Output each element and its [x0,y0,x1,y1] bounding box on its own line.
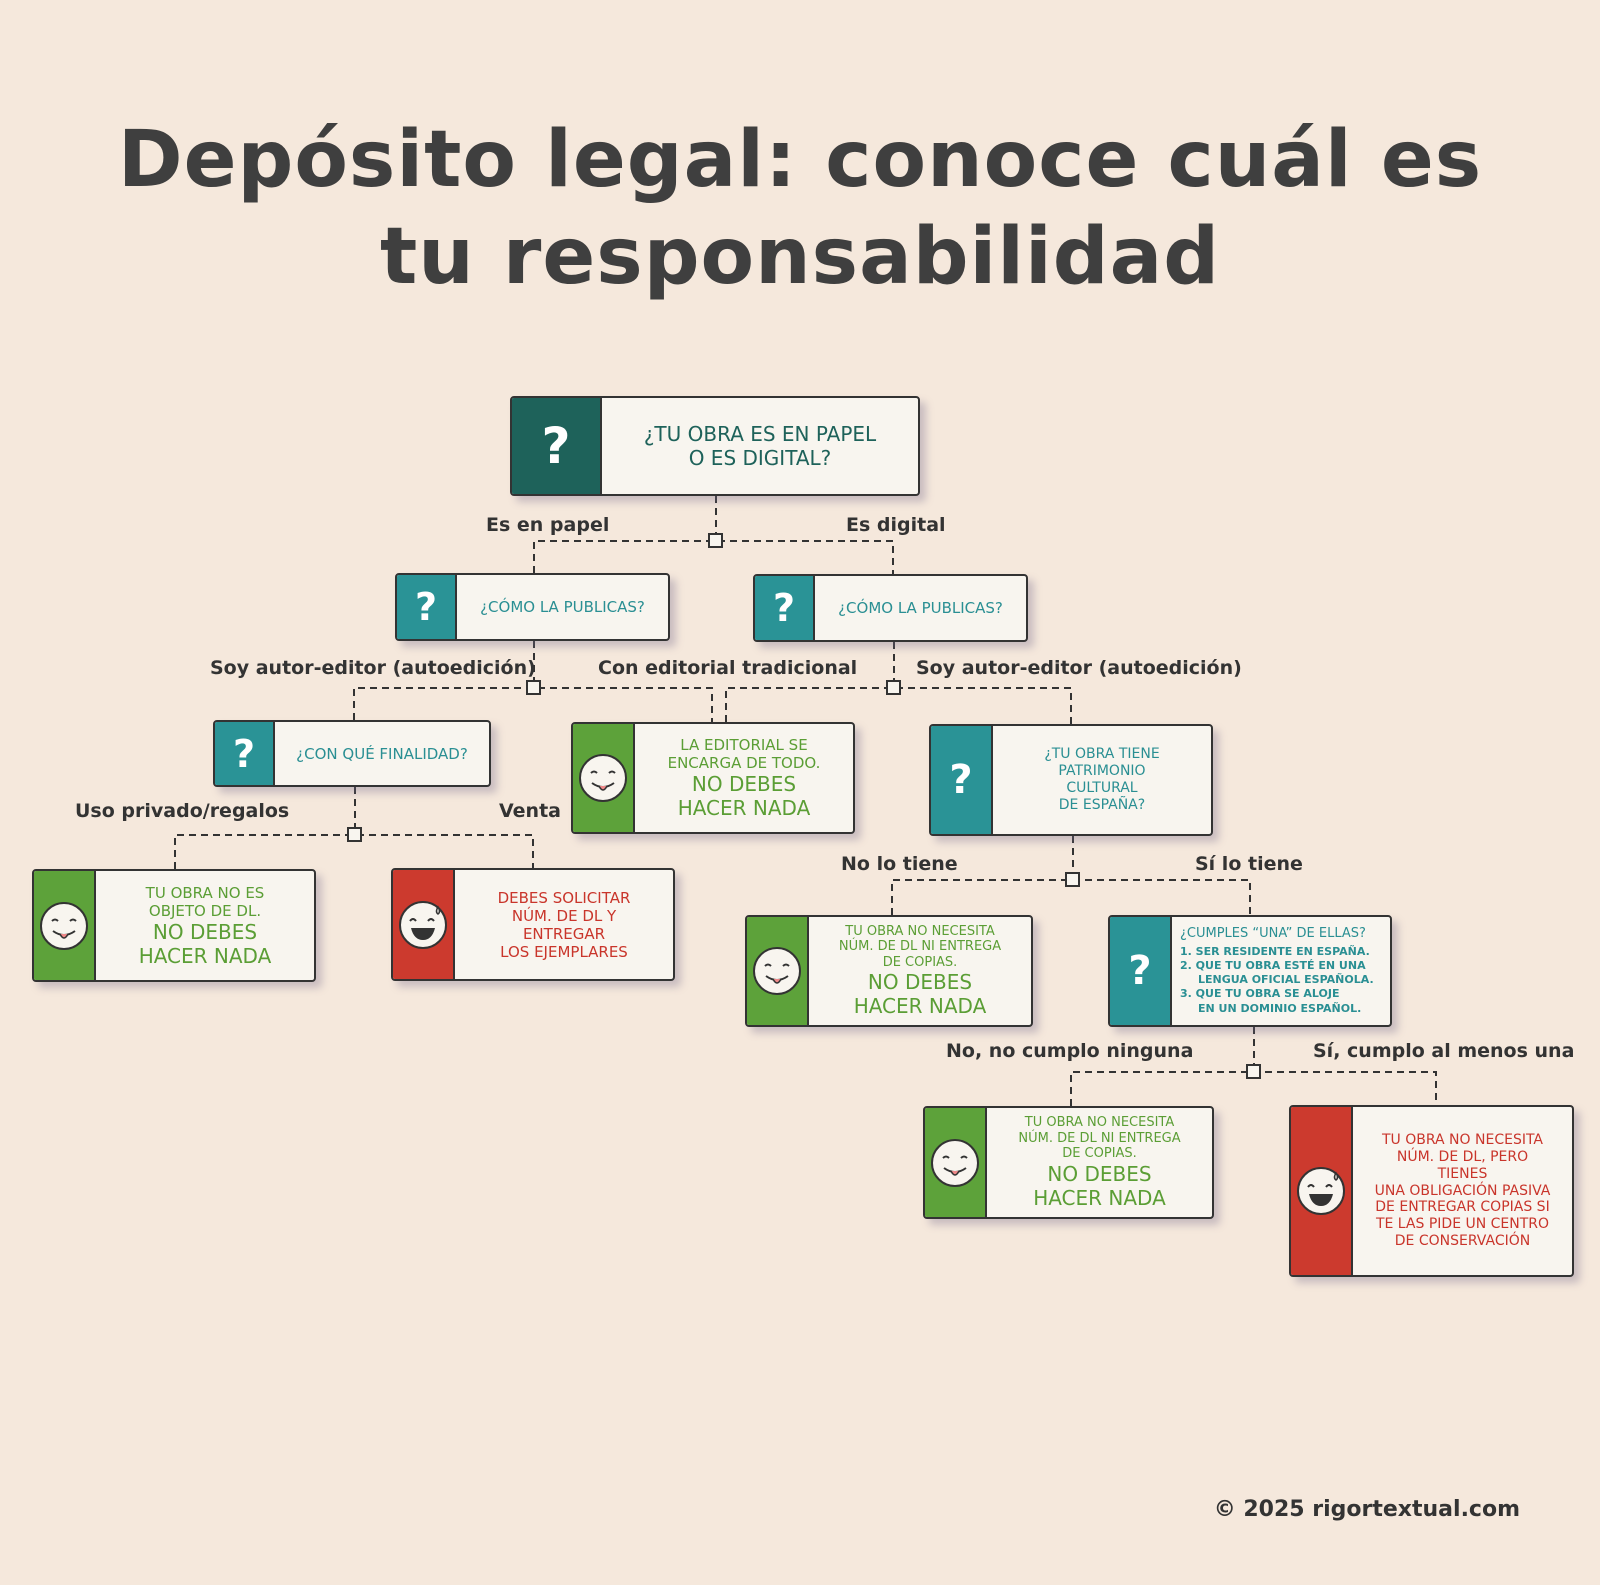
edge-label-traditional: Con editorial tradicional [598,657,858,679]
result-text: TU OBRA NO NECESITA [1024,1115,1175,1131]
result-text: LA EDITORIAL SE [680,736,808,754]
question-root: ? ¿TU OBRA ES EN PAPEL O ES DIGITAL? [510,396,920,496]
result-text: OBJETO DE DL. [148,901,262,920]
result-text: NÚM. DE DL NI ENTREGA [838,939,1002,955]
question-mark-icon: ? [397,575,457,639]
tongue-smiley-icon [925,1108,987,1217]
result-text: DE COPIAS. [882,954,958,970]
junction-node [886,680,901,695]
result-editorial: LA EDITORIAL SE ENCARGA DE TODO. NO DEBE… [571,722,855,834]
result-sale: DEBES SOLICITAR NÚM. DE DL Y ENTREGAR LO… [391,868,675,981]
edge-label-heritage: Sí lo tiene [1195,853,1303,875]
edge-label-sale: Venta [499,800,561,822]
edge-label-no-heritage: No lo tiene [841,853,958,875]
question-text: DE ESPAÑA? [1058,796,1146,813]
question-text: ¿CON QUÉ FINALIDAD? [296,744,468,763]
result-text: ENTREGAR [522,924,606,943]
criteria-item: LENGUA OFICIAL ESPAÑOLA. [1198,973,1374,987]
question-text: ¿CÓMO LA PUBLICAS? [480,598,645,616]
result-text: TU OBRA NO ES [145,883,265,902]
criteria-item: EN UN DOMINIO ESPAÑOL. [1198,1001,1362,1015]
result-verdict: HACER NADA [853,994,987,1019]
result-verdict: HACER NADA [677,796,811,820]
result-verdict: NO DEBES [1047,1161,1152,1186]
edge-label-paper: Es en papel [486,514,610,536]
junction-node [526,680,541,695]
question-purpose: ? ¿CON QUÉ FINALIDAD? [213,720,491,787]
result-text: DEBES SOLICITAR [497,888,631,907]
question-text: CULTURAL [1066,780,1138,796]
question-text: PATRIMONIO [1058,763,1146,780]
result-text: NÚM. DE DL Y [511,906,617,925]
result-text: LOS EJEMPLARES [500,942,628,961]
junction-node [347,827,362,842]
tongue-smiley-icon [34,871,96,980]
question-text: ¿CÓMO LA PUBLICAS? [838,599,1003,617]
result-private: TU OBRA NO ES OBJETO DE DL. NO DEBES HAC… [32,869,316,982]
edge-label-self-publish-paper: Soy autor-editor (autoedición) [210,657,536,679]
tongue-smiley-icon [747,917,809,1025]
question-text: ¿TU OBRA TIENE [1044,746,1160,763]
junction-node [1246,1064,1261,1079]
edge-label-private: Uso privado/regalos [75,800,290,822]
junction-node [1065,872,1080,887]
question-mark-icon: ? [931,726,993,834]
criteria-item: 1. SER RESIDENTE EN ESPAÑA. [1180,944,1370,958]
edge-label-some: Sí, cumplo al menos una [1313,1040,1575,1062]
result-none: TU OBRA NO NECESITA NÚM. DE DL NI ENTREG… [923,1106,1214,1219]
edge-label-digital: Es digital [846,514,946,536]
question-text: ¿CUMPLES “UNA” DE ELLAS? [1180,925,1366,941]
question-mark-icon: ? [1110,917,1172,1025]
criteria-item: 3. QUE TU OBRA SE ALOJE [1180,987,1340,1001]
edge-label-self-publish-digital: Soy autor-editor (autoedición) [916,657,1242,679]
result-verdict: NO DEBES [152,919,258,944]
result-text: DE CONSERVACIÓN [1394,1232,1531,1249]
question-text: ¿TU OBRA ES EN PAPEL [643,422,877,446]
question-digital-publish: ? ¿CÓMO LA PUBLICAS? [753,574,1028,642]
result-text: UNA OBLIGACIÓN PASIVA [1374,1182,1551,1199]
result-text: TU OBRA NO NECESITA [1382,1132,1543,1149]
copyright-footer: © 2025 rigortextual.com [1213,1497,1520,1522]
result-text: TE LAS PIDE UN CENTRO [1375,1216,1550,1233]
question-mark-icon: ? [215,722,275,785]
junction-node [708,533,723,548]
question-heritage: ? ¿TU OBRA TIENE PATRIMONIO CULTURAL DE … [929,724,1213,836]
result-verdict: HACER NADA [1033,1185,1166,1210]
question-criteria: ? ¿CUMPLES “UNA” DE ELLAS? 1. SER RESIDE… [1108,915,1392,1027]
result-text: TU OBRA NO NECESITA [845,923,995,939]
result-text: NÚM. DE DL, PERO [1396,1149,1529,1165]
criteria-item: 2. QUE TU OBRA ESTÉ EN UNA [1180,958,1366,972]
edge-label-none: No, no cumplo ninguna [946,1040,1194,1062]
result-text: NÚM. DE DL NI ENTREGA [1018,1130,1181,1146]
question-mark-icon: ? [512,398,602,494]
sweat-smiley-icon [1291,1107,1353,1275]
result-text: ENCARGA DE TODO. [667,754,821,772]
sweat-smiley-icon [393,870,455,979]
question-text: O ES DIGITAL? [688,446,832,470]
question-paper-publish: ? ¿CÓMO LA PUBLICAS? [395,573,670,641]
result-text: TIENES [1437,1165,1488,1182]
result-passive-obligation: TU OBRA NO NECESITA NÚM. DE DL, PERO TIE… [1289,1105,1574,1277]
result-text: DE COPIAS. [1062,1146,1137,1162]
result-verdict: NO DEBES [867,970,973,995]
result-verdict: NO DEBES [691,772,797,796]
result-text: DE ENTREGAR COPIAS SI [1375,1199,1550,1216]
tongue-smiley-icon [573,724,635,832]
page-title-line1: Depósito legal: conoce cuál es [117,115,1483,205]
question-mark-icon: ? [755,576,815,640]
result-no-heritage: TU OBRA NO NECESITA NÚM. DE DL NI ENTREG… [745,915,1033,1027]
result-verdict: HACER NADA [138,943,272,968]
page-title-line2: tu responsabilidad [379,212,1221,302]
